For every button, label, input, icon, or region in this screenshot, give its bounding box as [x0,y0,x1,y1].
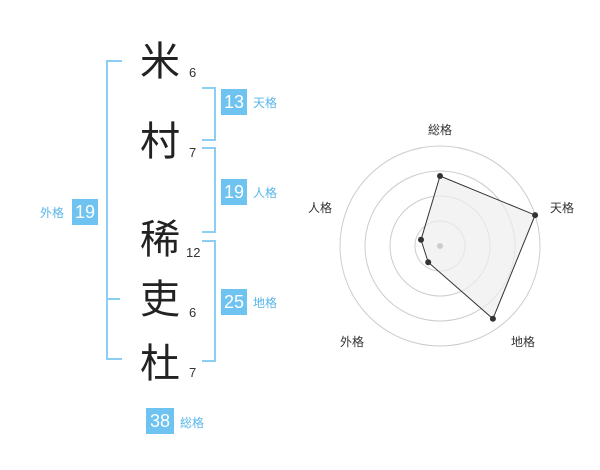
radar-point-chikaku [489,315,496,322]
gaikaku-value: 19 [72,199,98,225]
name-char-5: 杜 [140,341,180,387]
stroke-count-3: 12 [186,245,201,260]
stroke-count-5: 7 [189,365,197,380]
name-char-4: 吏 [140,277,180,323]
name-char-3: 稀 [140,217,180,263]
radar-label-soukaku: 総格 [428,123,453,137]
radar-center [437,243,443,249]
jinkaku-label: 人格 [253,186,278,200]
radar-point-gaikaku [425,259,432,266]
tenkaku-label: 天格 [253,96,278,110]
radar-label-tenkaku: 天格 [550,201,575,215]
name-char-2: 村 [140,119,180,165]
soukaku-value: 38 [146,408,174,434]
radar-label-jinkaku: 人格 [308,201,333,215]
tenkaku-bracket [202,87,216,141]
radar-label-chikaku: 地格 [511,335,536,349]
radar-label-gaikaku: 外格 [340,335,365,349]
gaikaku-bracket-mid [106,298,120,300]
radar-point-jinkaku [418,236,424,243]
gaikaku-label: 外格 [40,206,65,220]
radar-point-soukaku [437,173,443,179]
radar-polygon [420,175,536,320]
tenkaku-value: 13 [221,89,247,115]
stroke-count-4: 6 [189,305,197,320]
stroke-count-1: 6 [189,65,197,80]
chikaku-bracket [202,240,216,362]
soukaku-label: 総格 [180,416,205,430]
name-char-1: 米 [140,39,180,85]
jinkaku-bracket [202,147,216,233]
chikaku-value: 25 [221,289,247,315]
radar-ring-4 [339,145,541,347]
gaikaku-bracket [106,60,122,360]
jinkaku-value: 19 [221,179,247,205]
stroke-count-2: 7 [189,145,197,160]
chikaku-label: 地格 [253,296,278,310]
radar-point-tenkaku [532,212,539,219]
